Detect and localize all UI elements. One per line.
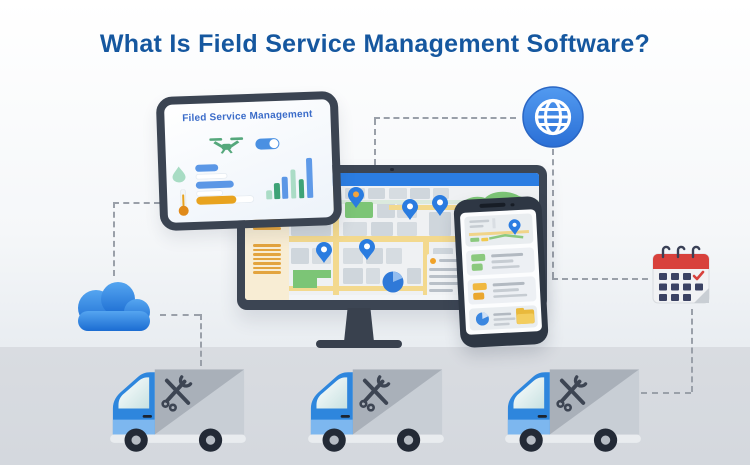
map-pin-icon [348,187,364,208]
connector-cloud-truck-h [160,314,200,316]
calendar-icon [652,245,710,304]
phone-speaker-icon [479,202,506,208]
chart-bar [289,169,297,199]
progress-bar [195,180,234,189]
dashboard-title: Filed Service Management [182,108,313,125]
tablet-progress-rows [195,164,234,197]
toggle-knob [269,138,279,149]
cloud-icon [78,282,150,331]
drone-icon [209,137,244,154]
monitor-stand [344,308,374,342]
toggle-on-switch[interactable] [255,137,280,150]
page-title: What Is Field Service Management Softwar… [99,30,651,58]
phone-card-minimap [464,213,534,247]
folder-icon [515,307,535,325]
connector-globe-calendar-h [552,278,648,280]
service-truck [503,362,643,455]
phone-camera-icon [510,202,515,207]
water-drop-icon [172,166,186,183]
alert-bar-track [196,194,255,205]
service-truck [108,362,248,455]
sidebar-text-lines [253,244,281,274]
monitor-stand-base [316,340,402,348]
chart-bar [266,190,272,200]
connector-calendar-truck-v [691,309,693,392]
map-pie-chart [382,271,404,293]
connector-monitor-globe-h [374,117,516,119]
progress-bar [195,164,219,172]
connector-tablet-cloud-h [113,202,160,204]
chart-bar [298,179,305,199]
map-pin-icon [402,199,418,220]
phone-card-yellow-list [467,276,537,305]
map-pins [316,187,448,263]
map-pin-icon [359,239,375,260]
map-pin-icon [316,242,332,263]
connector-cloud-truck-v [200,314,202,366]
progress-bar [195,172,228,180]
thermometer-icon [178,189,189,216]
map-pin-icon [432,195,448,216]
phone-screen [459,209,543,335]
globe-icon [522,86,584,148]
chart-bar [273,182,281,200]
service-truck [306,362,446,455]
chart-bar [281,176,289,199]
alert-bar-fill [196,195,237,205]
mobile-phone [453,195,549,349]
webcam-dot-icon [390,167,394,171]
map-bottom-strip [289,295,539,300]
connector-tablet-cloud-v [113,202,115,276]
fsm-dashboard-card: Filed Service Management [155,90,343,232]
tablet-mini-chart [265,157,318,200]
chart-bar [305,157,313,198]
phone-card-green-list [465,247,536,276]
phone-card-pie-folder [468,305,538,331]
connector-calendar-truck-h [641,392,691,394]
connector-globe-calendar-v [552,149,554,278]
connector-monitor-globe-v [374,119,376,165]
